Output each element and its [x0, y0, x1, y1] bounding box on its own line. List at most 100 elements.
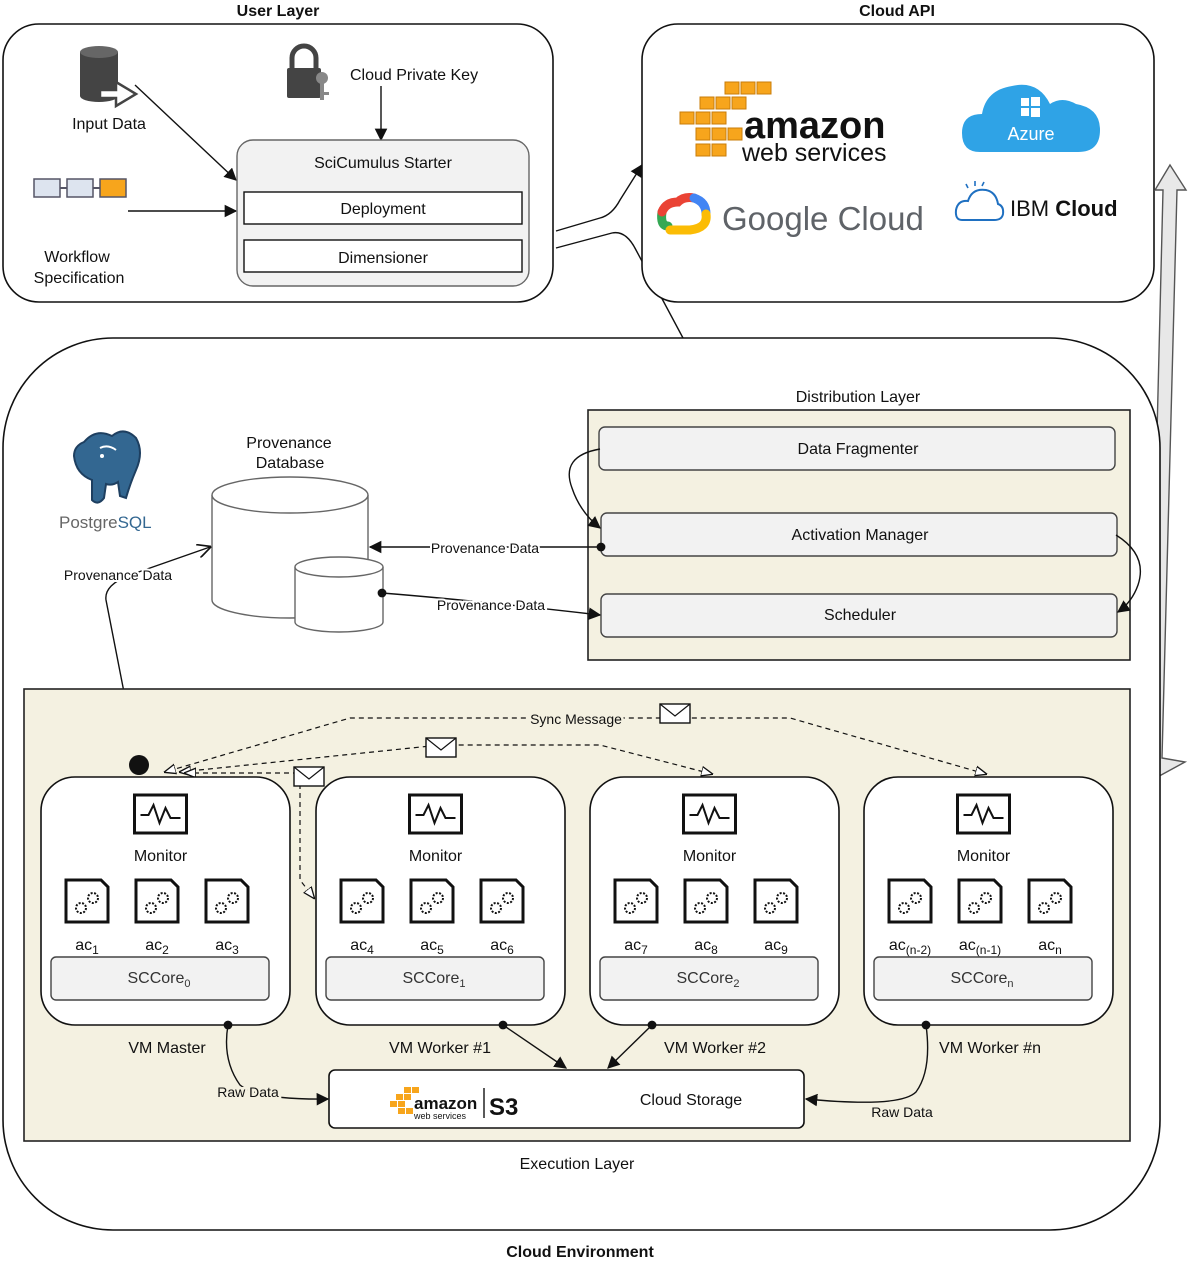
- monitor-label: Monitor: [134, 848, 188, 865]
- activation-to-scheduler-arrow: [1115, 534, 1142, 613]
- mail-envelope-icon: [293, 766, 325, 787]
- worker1-to-storage-arrow: [498, 1020, 568, 1069]
- activity-label: ac6: [490, 937, 514, 957]
- raw-data-label-2: Raw Data: [871, 1104, 933, 1120]
- activity-label: ac2: [145, 937, 169, 957]
- postgres-text-a: Postgre: [59, 513, 118, 532]
- activity-gear-icon: [339, 878, 385, 924]
- activity-gear-icon: [204, 878, 250, 924]
- monitor-label: Monitor: [957, 848, 1011, 865]
- scicumulus-starter: SciCumulus Starter Deployment Dimensione…: [236, 139, 530, 287]
- dimensioner-label: Dimensioner: [338, 250, 428, 267]
- activity-label: ac(n-2): [889, 937, 931, 957]
- ibm-cloud-bold-text: Cloud: [1055, 196, 1117, 221]
- deployment-label: Deployment: [340, 201, 426, 218]
- fragmenter-to-activation-arrow: [568, 448, 601, 529]
- s3-webservices-text: web services: [413, 1111, 467, 1121]
- starter-title: SciCumulus Starter: [314, 155, 452, 172]
- activity-label: ac(n-1): [959, 937, 1001, 957]
- activity-label: ac8: [694, 937, 718, 957]
- mail-envelope-icon: [425, 737, 457, 758]
- sync-message-label: Sync Message: [530, 711, 622, 727]
- aws-logo: amazon web services: [679, 81, 887, 167]
- cloud-storage-label: Cloud Storage: [640, 1092, 742, 1109]
- provenance-database-icon: [211, 476, 384, 633]
- raw-data-label-1: Raw Data: [217, 1084, 279, 1100]
- postgresql-logo: PostgreSQL: [59, 430, 152, 532]
- sync-master-workern-arrow: [165, 717, 986, 774]
- google-cloud-text: Google Cloud: [722, 200, 924, 237]
- activity-gear-icon: [753, 878, 799, 924]
- user-to-environment-line: [555, 231, 684, 339]
- ibm-cloud-logo: IBM Cloud: [954, 181, 1118, 221]
- activity-label: ac9: [764, 937, 788, 957]
- workflow-spec-label-2: Specification: [34, 270, 125, 287]
- activity-gear-icon: [134, 878, 180, 924]
- activity-label: acn: [1038, 937, 1062, 957]
- activity-gear-icon: [409, 878, 455, 924]
- sccore-box: [50, 956, 270, 1001]
- activity-label: ac3: [215, 937, 239, 957]
- master-raw-data-arrow: [223, 1020, 330, 1106]
- lock-key-icon: [287, 43, 329, 100]
- monitor-icon: [682, 793, 737, 835]
- sync-master-worker2-arrow: [180, 744, 712, 774]
- activation-manager-box: [600, 512, 1118, 557]
- vm-name-label: VM Worker #1: [389, 1040, 491, 1057]
- vm-name-label: VM Worker #n: [939, 1040, 1041, 1057]
- cloud-environment-title: Cloud Environment: [506, 1244, 654, 1261]
- sccore-box: [325, 956, 545, 1001]
- provenance-db-label-1: Provenance: [246, 435, 331, 452]
- aws-amazon-text: amazon: [744, 105, 885, 147]
- monitor-icon: [956, 793, 1011, 835]
- scheduler-label: Scheduler: [824, 607, 897, 624]
- worker2-to-storage-arrow: [607, 1020, 657, 1069]
- activation-manager-label: Activation Manager: [792, 527, 930, 544]
- activity-label: ac1: [75, 937, 99, 957]
- activity-gear-icon: [613, 878, 659, 924]
- deployment-box: [243, 191, 523, 225]
- workflow-spec-label-1: Workflow: [44, 249, 110, 266]
- user-layer-title: User Layer: [237, 3, 320, 20]
- activity-label: ac4: [350, 937, 374, 957]
- activity-gear-icon: [64, 878, 110, 924]
- activity-gear-icon: [479, 878, 525, 924]
- cloud-api-container: [641, 23, 1155, 303]
- sccore-label: SCCoren: [950, 970, 1013, 990]
- aws-s3-logo: amazon web services S3: [390, 1087, 518, 1121]
- azure-text: Azure: [1007, 124, 1054, 144]
- activity-gear-icon: [683, 878, 729, 924]
- activity-label: ac7: [624, 937, 648, 957]
- database-export-icon: [80, 46, 139, 109]
- user-to-cloud-api-arrow: [555, 163, 643, 232]
- input-data-label: Input Data: [72, 116, 146, 133]
- vm-name-label: VM Master: [128, 1040, 206, 1057]
- ibm-text: IBM: [1010, 196, 1055, 221]
- provenance-data-label-2: Provenance Data: [437, 597, 545, 613]
- aws-webservices-text: web services: [741, 139, 887, 167]
- master-provenance-endpoint: [129, 755, 149, 775]
- provenance-data-label-3: Provenance Data: [64, 567, 172, 583]
- azure-logo: Azure: [962, 84, 1100, 152]
- mail-envelope-icon: [659, 703, 691, 724]
- sccore-label: SCCore1: [402, 970, 465, 990]
- activity-gear-icon: [887, 878, 933, 924]
- data-fragmenter-label: Data Fragmenter: [798, 441, 920, 458]
- cloud-private-key-label: Cloud Private Key: [350, 67, 478, 84]
- ibm-cloud-text: IBM Cloud: [1010, 196, 1118, 221]
- db-to-scheduler-arrow: [377, 588, 602, 620]
- monitor-icon: [133, 793, 188, 835]
- s3-amazon-text: amazon: [414, 1094, 477, 1113]
- monitor-label: Monitor: [683, 848, 737, 865]
- s3-text: S3: [489, 1094, 518, 1121]
- vm-name-label: VM Worker #2: [664, 1040, 766, 1057]
- cloud-api-title: Cloud API: [859, 3, 935, 20]
- activity-gear-icon: [957, 878, 1003, 924]
- workflow-chain-icon: [33, 178, 127, 198]
